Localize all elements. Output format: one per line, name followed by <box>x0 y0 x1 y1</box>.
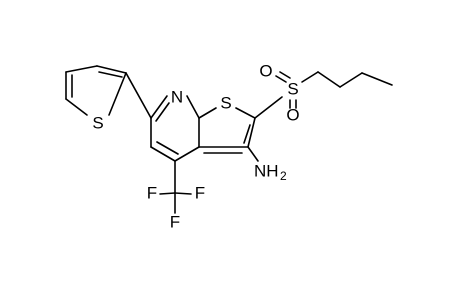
amino-subscript-label: 2 <box>280 169 287 183</box>
fused-thiophene-ring <box>198 107 256 154</box>
bond <box>150 146 176 162</box>
fluorine-right-label: F <box>195 183 205 202</box>
butylsulfonyl-group <box>254 71 393 119</box>
bond <box>96 65 127 74</box>
bond <box>254 96 283 119</box>
bond <box>108 72 127 116</box>
bond <box>155 102 170 122</box>
fluorine-left-label: F <box>147 183 157 202</box>
bond <box>98 71 123 78</box>
bond <box>186 95 200 119</box>
bond <box>247 146 259 162</box>
bond <box>339 72 363 88</box>
bond <box>174 192 192 195</box>
bond <box>279 71 291 79</box>
thiophene-sulfur-label: S <box>92 113 103 132</box>
bond <box>235 107 256 119</box>
amino-group-label: NH 2 <box>254 161 287 183</box>
bond <box>361 72 393 86</box>
fused-sulfur-label: S <box>220 93 231 112</box>
bond <box>174 146 200 162</box>
bond <box>156 141 179 155</box>
amino-nh-label: NH <box>254 161 279 180</box>
pyridine-ring <box>150 95 200 162</box>
bond <box>275 75 287 83</box>
pyridine-nitrogen-label: N <box>171 87 183 106</box>
thiophene-ring <box>65 65 127 116</box>
bond <box>150 95 168 119</box>
bond <box>243 124 251 144</box>
bond <box>317 71 341 88</box>
bond <box>159 192 176 195</box>
sulfonyl-sulfur-label: S <box>287 79 298 98</box>
bond <box>301 71 319 83</box>
bond <box>198 107 217 119</box>
sulfonyl-oxygen-upper-label: O <box>259 61 272 80</box>
bond <box>247 117 256 148</box>
trifluoromethyl-group <box>159 160 192 214</box>
sulfonyl-oxygen-lower-label: O <box>286 105 299 124</box>
bond <box>65 65 98 73</box>
fluorine-bottom-label: F <box>170 212 180 231</box>
bond <box>125 72 152 119</box>
bond <box>65 98 88 116</box>
